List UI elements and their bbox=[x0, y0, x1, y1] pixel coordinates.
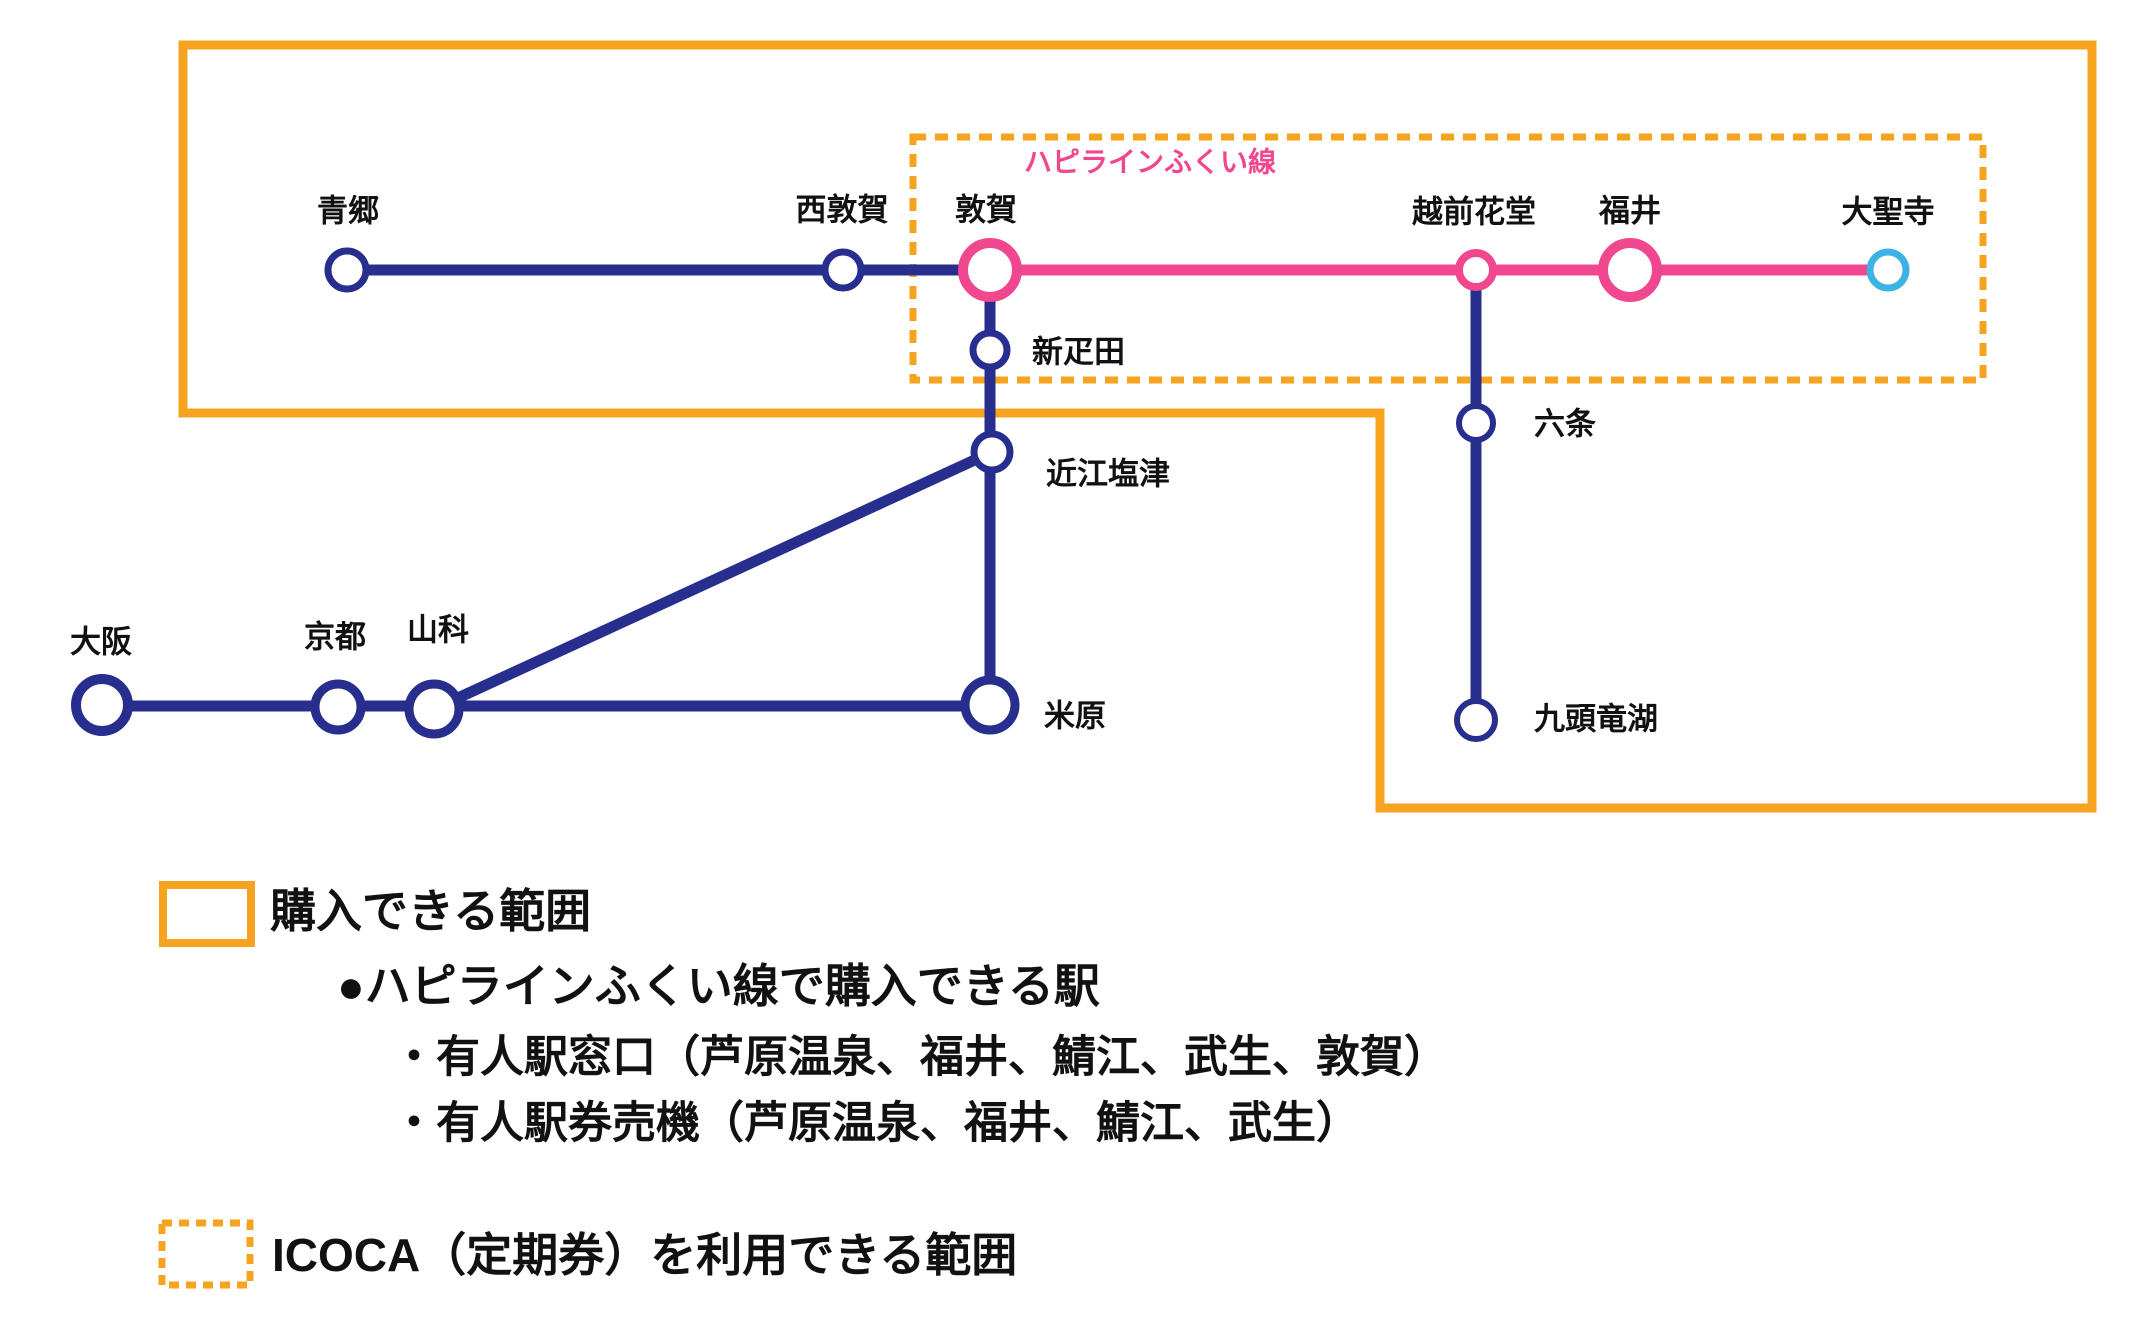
station-dot-fukui bbox=[1598, 238, 1662, 302]
station-label-echizen-hanando: 越前花堂 bbox=[1412, 195, 1536, 230]
station-label-shin-hikida: 新疋田 bbox=[1032, 335, 1125, 370]
legend-purchase-swatch bbox=[159, 881, 255, 947]
purchase-range-outline bbox=[178, 40, 2097, 813]
station-dot-osaka bbox=[71, 674, 133, 736]
icoca-range-outline bbox=[909, 133, 1987, 384]
station-dot-shin-hikida bbox=[969, 329, 1011, 371]
station-dot-daishoji bbox=[1866, 248, 1910, 292]
station-dot-aonogo bbox=[324, 247, 370, 293]
hapiline-label: ハピラインふくい線 bbox=[1024, 146, 1276, 178]
station-label-yamashina: 山科 bbox=[407, 613, 469, 648]
station-label-aonogo: 青郷 bbox=[317, 194, 379, 229]
station-label-maibara: 米原 bbox=[1044, 699, 1106, 734]
station-label-tsuruga: 敦賀 bbox=[955, 193, 1017, 228]
legend-manned-machine: ・有人駅券売機（芦原温泉、福井、鯖江、武生） bbox=[392, 1099, 1360, 1148]
station-dot-yamashina bbox=[404, 679, 464, 739]
station-dot-maibara bbox=[960, 675, 1020, 735]
station-dot-kyoto bbox=[310, 679, 366, 735]
station-dot-echizen-hanando bbox=[1455, 249, 1497, 291]
legend-manned-window: ・有人駅窓口（芦原温泉、福井、鯖江、武生、敦賀） bbox=[392, 1033, 1448, 1082]
station-dot-tsuruga bbox=[958, 238, 1022, 302]
station-dot-omi-shiotsu bbox=[970, 430, 1014, 474]
legend-icoca-swatch bbox=[158, 1219, 254, 1289]
station-dot-nishi-tsuruga bbox=[821, 248, 865, 292]
station-label-kyoto: 京都 bbox=[304, 620, 366, 655]
station-label-osaka: 大阪 bbox=[70, 625, 132, 660]
station-label-kuzuryuko: 九頭竜湖 bbox=[1534, 702, 1658, 737]
station-label-daishoji: 大聖寺 bbox=[1842, 195, 1935, 230]
legend-icoca-label: ICOCA（定期券）を利用できる範囲 bbox=[272, 1229, 1017, 1281]
station-label-fukui: 福井 bbox=[1598, 194, 1661, 229]
legend-purchase-label: 購入できる範囲 bbox=[270, 885, 591, 937]
station-label-omi-shiotsu: 近江塩津 bbox=[1046, 457, 1170, 492]
legend-purchase-stations-heading: ●ハピラインふくい線で購入できる駅 bbox=[337, 960, 1100, 1012]
station-label-nishi-tsuruga: 西敦賀 bbox=[796, 193, 889, 228]
station-dot-rokujo bbox=[1456, 403, 1496, 443]
station-label-rokujo: 六条 bbox=[1534, 407, 1596, 442]
rail-yamashina-omishiotsu bbox=[431, 447, 995, 714]
station-dot-kuzuryuko bbox=[1454, 698, 1498, 742]
